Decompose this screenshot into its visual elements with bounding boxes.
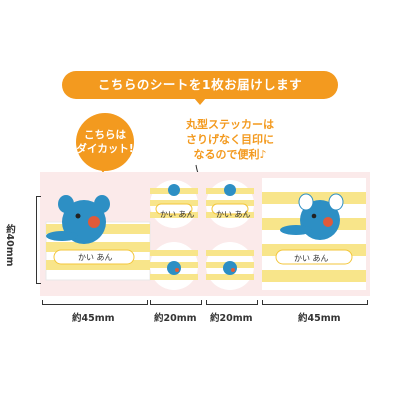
height-dimension: 約40mm: [4, 224, 15, 267]
round-sticker-bottom-left: [150, 242, 198, 290]
round-sticker-top-left: [150, 180, 198, 228]
diecut-bubble: こちらは ダイカット!: [76, 113, 134, 171]
bubble-pointer: [98, 165, 108, 173]
round-name-label-2: かい あん: [216, 210, 251, 219]
width-dimension-3: 約20mm: [210, 313, 253, 324]
diecut-sticker: [45, 195, 151, 281]
width-bracket-2: [150, 300, 202, 305]
width-dimension-1: 約45mm: [72, 313, 115, 324]
round-sticker-top-right: [206, 180, 254, 228]
bubble-line-2: ダイカット!: [76, 143, 134, 155]
bubble-line-1: こちらは: [84, 129, 126, 141]
round-sticker-callout: 丸型ステッカーは さりげなく目印に なるので便利♪: [160, 117, 300, 162]
width-bracket-3: [206, 300, 258, 305]
round-name-label-1: かい あん: [160, 210, 195, 219]
round-sticker-bottom-right: [206, 242, 254, 290]
callout-line-3: なるので便利♪: [193, 148, 267, 161]
width-bracket-4: [262, 300, 368, 305]
width-dimension-2: 約20mm: [154, 313, 197, 324]
callout-line-2: さりげなく目印に: [186, 133, 274, 146]
diecut-name-label: かい あん: [78, 253, 113, 262]
height-bracket: [36, 196, 41, 284]
rectangle-sticker: [262, 178, 366, 290]
width-dimension-4: 約45mm: [298, 313, 341, 324]
rectangle-name-label: かい あん: [294, 254, 329, 263]
callout-line-1: 丸型ステッカーは: [186, 118, 274, 131]
banner-pointer: [194, 98, 206, 105]
header-banner: こちらのシートを1枚お届けします: [62, 71, 338, 99]
width-bracket-1: [42, 300, 148, 305]
